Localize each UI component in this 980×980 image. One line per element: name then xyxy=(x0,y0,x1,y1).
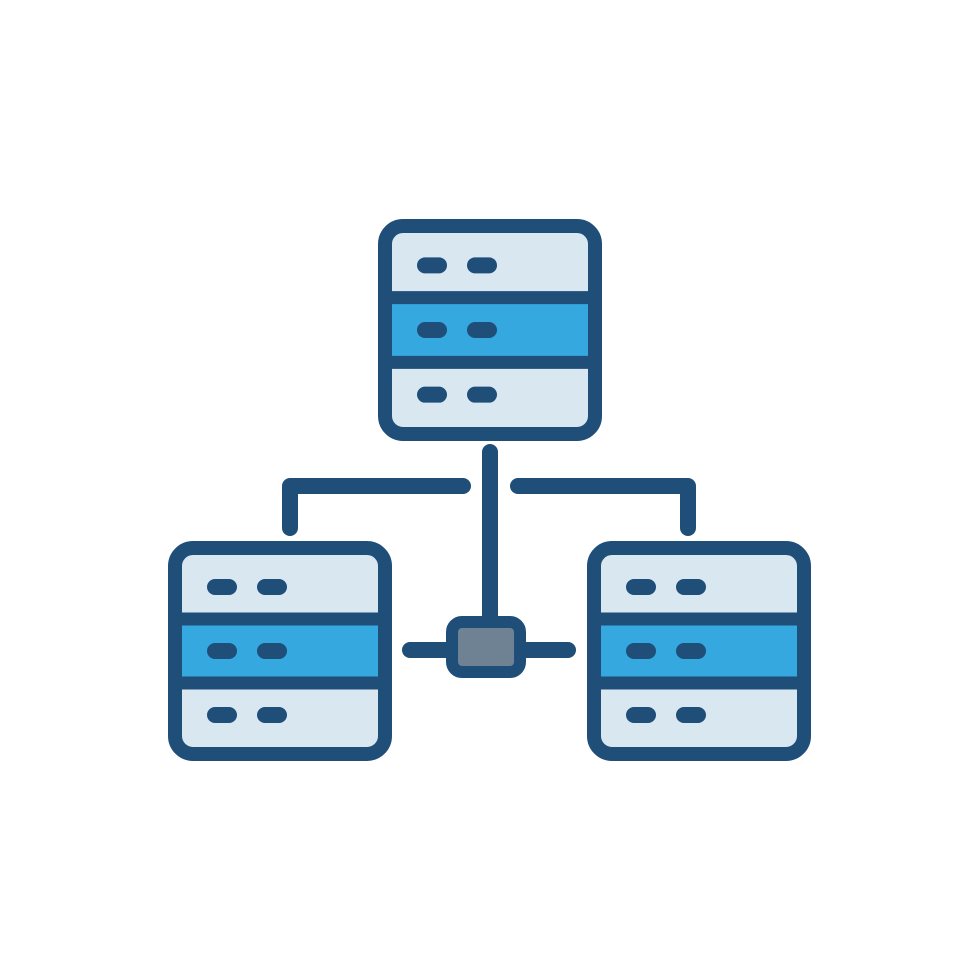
network-hub-icon xyxy=(446,616,526,678)
server-indicator-icon xyxy=(417,386,447,403)
network-connections xyxy=(282,444,696,658)
server-indicator-icon xyxy=(676,643,706,659)
server-frame xyxy=(587,541,811,761)
left-connector-line xyxy=(282,478,471,536)
server-indicator-icon xyxy=(676,707,706,723)
server-indicator-icon xyxy=(257,579,287,595)
server-indicator-icon xyxy=(467,386,497,403)
server-indicator-icon xyxy=(626,579,656,595)
left-server-icon xyxy=(168,541,392,761)
server-indicator-icon xyxy=(207,579,237,595)
top-server-icon xyxy=(378,219,602,441)
server-indicator-icon xyxy=(467,257,497,274)
right-server-icon xyxy=(587,541,811,761)
server-indicator-icon xyxy=(467,322,497,338)
server-indicator-icon xyxy=(257,643,287,659)
server-indicator-icon xyxy=(676,579,706,595)
server-indicator-icon xyxy=(257,707,287,723)
server-frame xyxy=(168,541,392,761)
server-indicator-icon xyxy=(207,643,237,659)
right-connector-line xyxy=(510,478,696,536)
server-indicator-icon xyxy=(626,707,656,723)
server-indicator-icon xyxy=(626,643,656,659)
server-indicator-icon xyxy=(417,322,447,338)
server-frame xyxy=(378,219,602,441)
server-indicator-icon xyxy=(417,257,447,274)
server-indicator-icon xyxy=(207,707,237,723)
